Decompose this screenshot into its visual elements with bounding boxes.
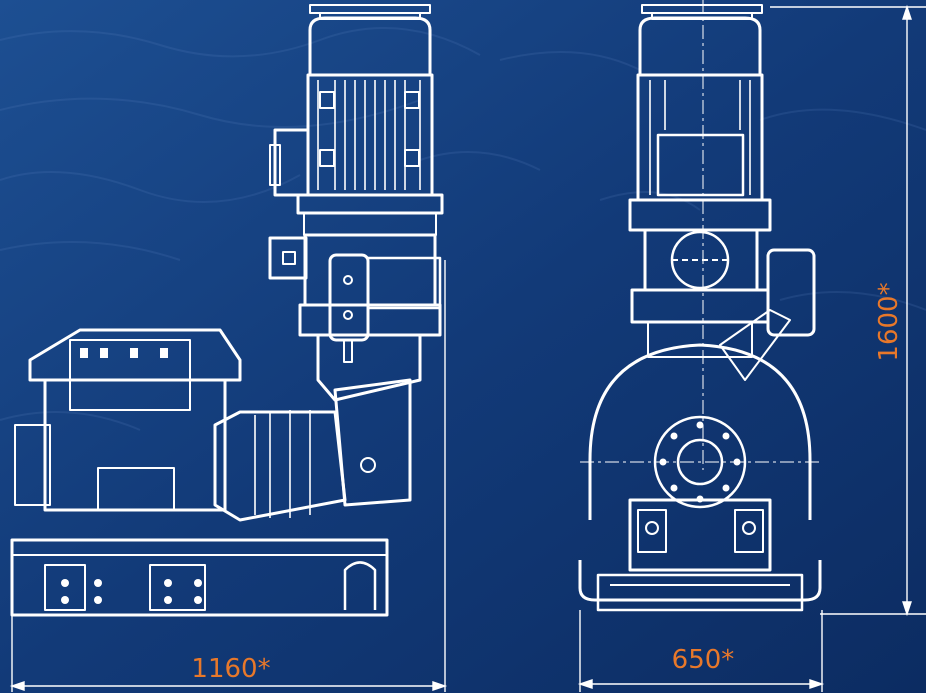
dimension-width-front-label: 650*	[672, 645, 735, 675]
dimension-width-side-label: 1160*	[191, 654, 270, 684]
dimension-lines	[9, 4, 926, 692]
front-view	[578, 0, 822, 612]
dimension-height-label: 1600*	[874, 282, 904, 361]
side-view	[10, 4, 444, 617]
